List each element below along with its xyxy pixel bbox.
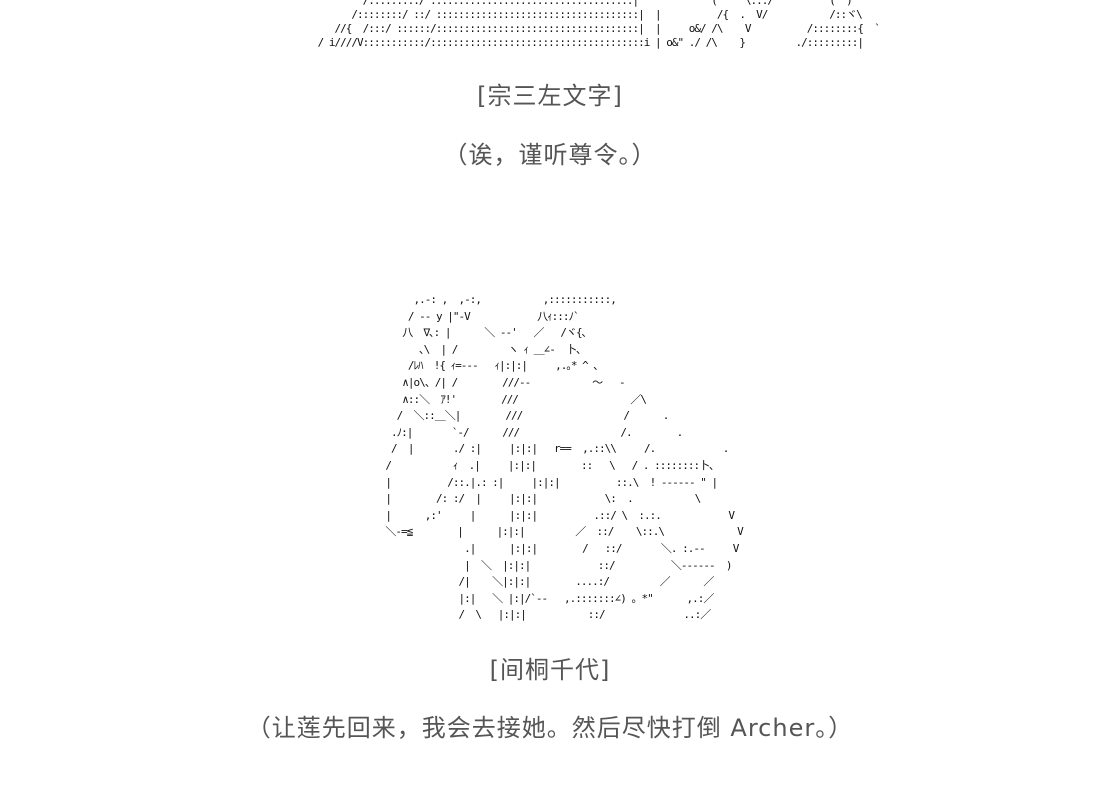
speaker-name-1: [宗三左文字] <box>477 82 623 110</box>
ascii-art-top: /:::::::::/ ::::::::::::::::::::::::::::… <box>317 0 881 49</box>
ascii-art-character: ,.-: , ,-:, ,:::::::::::, / ‐‐ y |"‐V 八ｨ… <box>385 293 743 622</box>
dialogue-line-2: （让莲先回来，我会去接她。然后尽快打倒 Archer。） <box>246 714 854 742</box>
dialogue-line-1: （诶，谨听尊令。） <box>443 141 657 169</box>
speaker-name-2: [间桐千代] <box>489 656 611 684</box>
